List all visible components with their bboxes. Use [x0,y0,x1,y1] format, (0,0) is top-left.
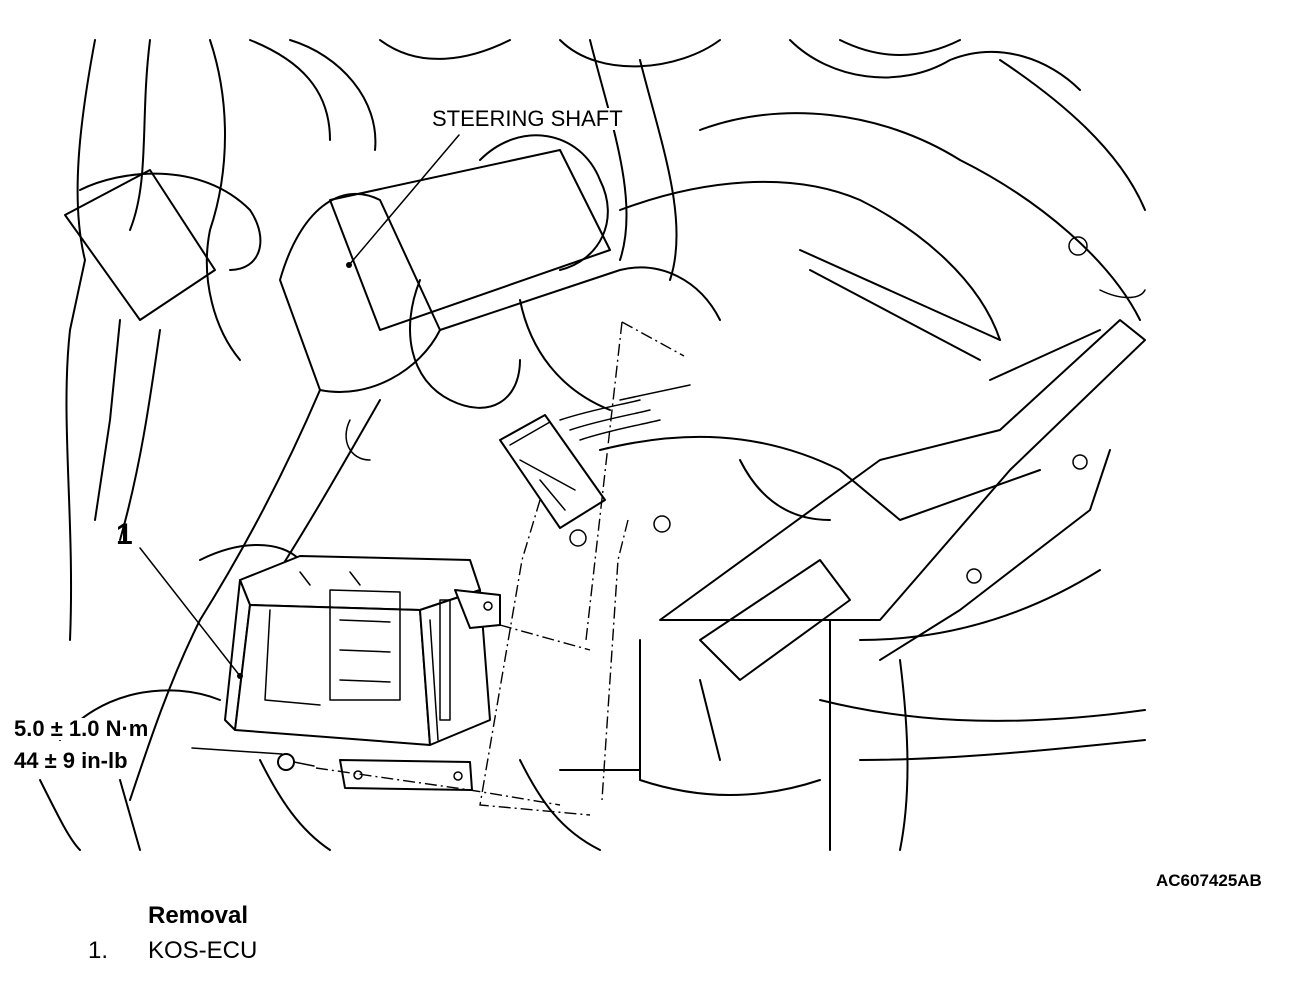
kos-ecu-removal-illustration [39,39,1146,851]
kos-ecu-unit [224,555,501,791]
removal-heading: Removal [148,902,249,929]
steering-shaft-leader [348,134,460,266]
bolt-icon [277,753,315,771]
torque-leader [191,747,283,755]
callout-number-1: 1 [116,518,133,551]
steering-shaft-label: STEERING SHAFT [430,106,625,131]
removal-item-name: KOS-ECU [148,937,258,964]
callout-1-leader [139,547,241,677]
removal-item-number: 1. [88,937,109,964]
installation-dash-lines [315,321,685,816]
harness-connector [499,384,691,529]
leader-lines [139,134,460,755]
background-linework [39,39,1146,851]
torque-metric-label: 5.0 ± 1.0 N·m [14,716,149,741]
torque-imperial-label: 44 ± 9 in-lb [14,748,128,773]
figure-code: AC607425AB [1156,871,1262,890]
